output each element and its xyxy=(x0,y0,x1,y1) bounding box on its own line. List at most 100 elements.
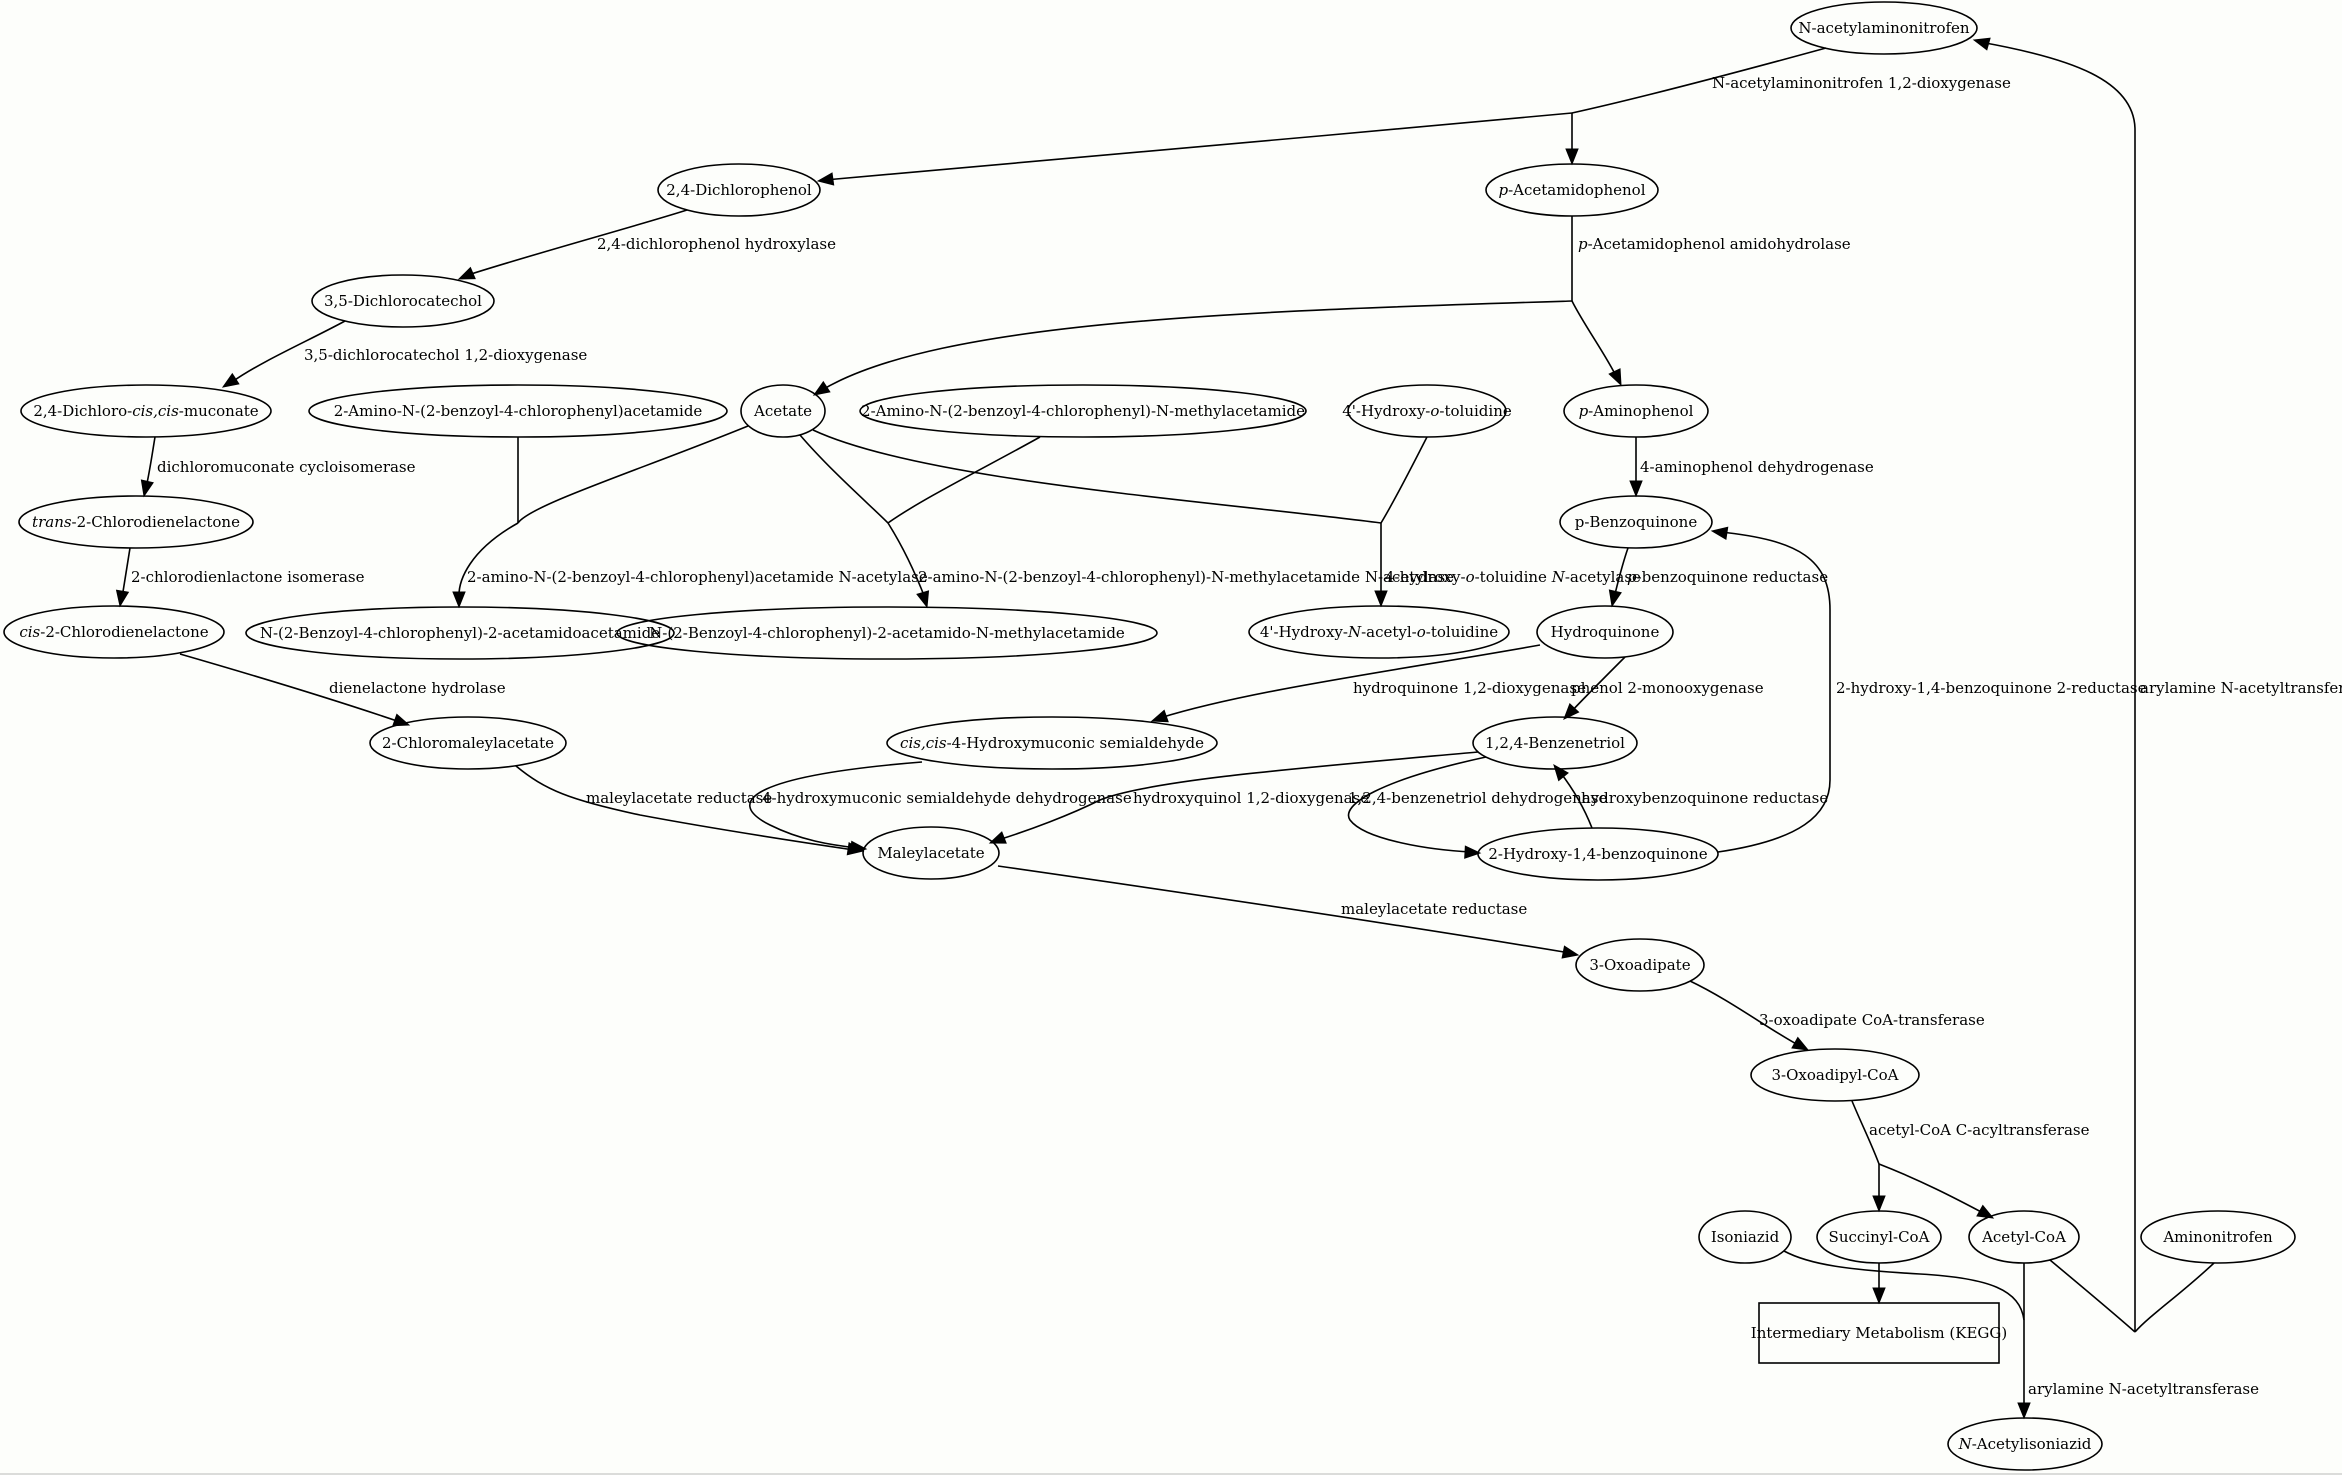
node-acetylisoniazid[interactable]: N-Acetylisoniazid xyxy=(1947,1417,2103,1471)
node-hydroxy-toluidine[interactable]: 4'-Hydroxy-o-toluidine xyxy=(1342,384,1512,438)
node-oxoadipyl-coa[interactable]: 3-Oxoadipyl-CoA xyxy=(1750,1048,1920,1102)
edge-oxoadipate-to-oxoadipylcoa xyxy=(1689,980,1810,1051)
node-isoniazid[interactable]: Isoniazid xyxy=(1698,1210,1792,1264)
edge-line xyxy=(1689,980,1801,1047)
node-hydroxy-acetyl-toluidine[interactable]: 4'-Hydroxy-N-acetyl-o-toluidine xyxy=(1248,605,1510,659)
edge-trans-to-cis xyxy=(115,547,131,608)
arrow-head xyxy=(1374,590,1388,608)
edge-dichlorocatechol-to-muconate xyxy=(221,320,346,388)
node-dichlorophenol[interactable]: 2,4-Dichlorophenol xyxy=(657,163,821,217)
edge-label-aminophenol-dehydrogenase: 4-aminophenol dehydrogenase xyxy=(1640,458,1874,476)
node-succinyl-coa[interactable]: Succinyl-CoA xyxy=(1816,1210,1942,1264)
label-segment: 4'-Hydroxy- xyxy=(1342,402,1430,420)
node-benzoyl-acetamido-methylacetamide[interactable]: N-(2-Benzoyl-4-chlorophenyl)-2-acetamido… xyxy=(616,606,1158,660)
node-oxoadipate[interactable]: 3-Oxoadipate xyxy=(1575,938,1705,992)
label-segment: 3-Oxoadipyl-CoA xyxy=(1771,1066,1898,1084)
node-dichloro-muconate[interactable]: 2,4-Dichloro-cis,cis-muconate xyxy=(20,384,272,438)
node-benzenetriol[interactable]: 1,2,4-Benzenetriol xyxy=(1472,716,1638,770)
label-segment: 3,5-Dichlorocatechol xyxy=(324,292,482,310)
label-segment: N xyxy=(1551,568,1566,586)
node-ellipse xyxy=(1347,384,1507,438)
label-segment: Isoniazid xyxy=(1711,1228,1780,1246)
edge-label-benzoquinone-reductase: p-benzoquinone reductase xyxy=(1627,568,1828,586)
arrow-head xyxy=(849,840,868,854)
edge-maleylacetate-to-oxoadipate xyxy=(997,865,1580,959)
arrow-head xyxy=(816,172,835,186)
node-cis-chlorodienelactone[interactable]: cis-2-Chlorodienelactone xyxy=(3,605,225,659)
node-label: 2-Hydroxy-1,4-benzoquinone xyxy=(1488,845,1707,863)
node-dichlorocatechol[interactable]: 3,5-Dichlorocatechol xyxy=(311,274,495,328)
node-hydroxymuconic-semialdehyde[interactable]: cis,cis-4-Hydroxymuconic semialdehyde xyxy=(886,716,1218,770)
node-maleylacetate[interactable]: Maleylacetate xyxy=(862,826,1000,880)
label-segment: 4'-Hydroxy- xyxy=(1260,623,1348,641)
node-label: N-(2-Benzoyl-4-chlorophenyl)-2-acetamido… xyxy=(260,624,660,642)
edge-hydroquinone-to-benzenetriol xyxy=(1563,656,1626,720)
node-aminonitrofen[interactable]: Aminonitrofen xyxy=(2140,1210,2296,1264)
node-acetamidophenol[interactable]: p-Acetamidophenol xyxy=(1485,163,1659,217)
label-segment: arylamine N-acetyltransferase xyxy=(2028,1380,2259,1398)
label-segment: -toluidine xyxy=(1475,568,1552,586)
label-segment: hydroquinone 1,2-dioxygenase xyxy=(1353,679,1586,697)
edge-line xyxy=(1380,436,1428,524)
node-label: Hydroquinone xyxy=(1551,623,1660,641)
edge-line xyxy=(1878,1163,1986,1215)
edge-line xyxy=(887,436,1041,524)
label-segment: p xyxy=(1579,402,1589,420)
edge-junction-to-acetate xyxy=(812,300,1573,396)
label-segment: -acetyl- xyxy=(1361,623,1417,641)
arrow-head xyxy=(1553,763,1569,782)
node-label: Acetate xyxy=(753,402,812,420)
node-ellipse xyxy=(369,716,567,770)
node-ellipse xyxy=(1750,1048,1920,1102)
node-chloromaleylacetate[interactable]: 2-Chloromaleylacetate xyxy=(369,716,567,770)
node-benzoquinone[interactable]: p-Benzoquinone xyxy=(1559,495,1713,549)
node-ellipse xyxy=(1947,1417,2103,1471)
node-hydroxy-benzoquinone[interactable]: 2-Hydroxy-1,4-benzoquinone xyxy=(1477,827,1719,881)
node-acetyl-coa[interactable]: Acetyl-CoA xyxy=(1968,1210,2080,1264)
edge-line xyxy=(1979,41,2136,1332)
node-label: 2,4-Dichlorophenol xyxy=(666,181,812,199)
edge-label-dienelactone-hydrolase: dienelactone hydrolase xyxy=(329,679,506,697)
node-ellipse xyxy=(311,274,495,328)
node-label: p-Aminophenol xyxy=(1579,402,1694,420)
label-segment: 2,4-dichlorophenol hydroxylase xyxy=(597,235,836,253)
edge-benzoquinone-to-hydroquinone xyxy=(1608,547,1629,608)
edge-dichlorophenol-to-dichlorocatechol xyxy=(457,209,688,280)
label-segment: Succinyl-CoA xyxy=(1829,1228,1930,1246)
node-label: 2-Amino-N-(2-benzoyl-4-chlorophenyl)acet… xyxy=(334,402,703,420)
edge-acetylcoa-to-acetylisoniazid xyxy=(2017,1263,2031,1420)
edge-junction-to-acetamidophenol xyxy=(1565,113,1579,166)
node-amino-benzoyl-acetamide[interactable]: 2-Amino-N-(2-benzoyl-4-chlorophenyl)acet… xyxy=(308,384,728,438)
node-amino-benzoyl-methylacetamide[interactable]: 2-Amino-N-(2-benzoyl-4-chlorophenyl)-N-m… xyxy=(859,384,1307,438)
label-segment: cis xyxy=(19,623,40,641)
arrow-head xyxy=(221,372,240,388)
nodes-layer: N-acetylaminonitrofen 2,4-Dichlorophenol p… xyxy=(3,1,2296,1471)
node-n-acetylaminonitrofen[interactable]: N-acetylaminonitrofen xyxy=(1790,1,1978,55)
node-label: N-acetylaminonitrofen xyxy=(1798,19,1969,37)
edge-label-dichloromuconate-cycloisomerase: dichloromuconate cycloisomerase xyxy=(157,458,416,476)
edge-label-methylacetamide-acetylase: 2-amino-N-(2-benzoyl-4-chlorophenyl)-N-m… xyxy=(918,568,1454,586)
edge-line xyxy=(821,300,1573,391)
node-ellipse xyxy=(245,606,675,660)
node-ellipse xyxy=(2140,1210,2296,1264)
node-trans-chlorodienelactone[interactable]: trans-2-Chlorodienelactone xyxy=(18,495,254,549)
label-segment: o xyxy=(1466,568,1475,586)
edge-label-nitrofen-dioxygenase: N-acetylaminonitrofen 1,2-dioxygenase xyxy=(1712,74,2011,92)
edge-benzenetriol-to-hydroxybenzoquinone xyxy=(1347,756,1487,859)
edge-junction-to-acetylcoa xyxy=(1878,1163,1995,1219)
node-acetate[interactable]: Acetate xyxy=(740,384,826,438)
label-segment: Acetyl-CoA xyxy=(1981,1228,2066,1246)
label-segment: N-(2-Benzoyl-4-chlorophenyl)-2-acetamido… xyxy=(260,624,660,642)
edge-line xyxy=(515,765,855,851)
node-hydroquinone[interactable]: Hydroquinone xyxy=(1536,605,1674,659)
arrow-head xyxy=(140,479,154,498)
arrow-head xyxy=(1565,148,1579,166)
node-intermediary-metabolism[interactable]: Intermediary Metabolism (KEGG) xyxy=(1751,1302,2007,1364)
label-segment: arylamine N-acetyltransferase xyxy=(2140,679,2342,697)
node-benzoyl-acetamidoacetamide[interactable]: N-(2-Benzoyl-4-chlorophenyl)-2-acetamido… xyxy=(245,606,675,660)
edge-acetate-to-junction-a xyxy=(517,425,749,524)
label-segment: maleylacetate reductase xyxy=(1341,900,1527,918)
node-aminophenol[interactable]: p-Aminophenol xyxy=(1563,384,1709,438)
edge-line xyxy=(887,522,926,599)
label-segment: Aminonitrofen xyxy=(2162,1228,2273,1246)
